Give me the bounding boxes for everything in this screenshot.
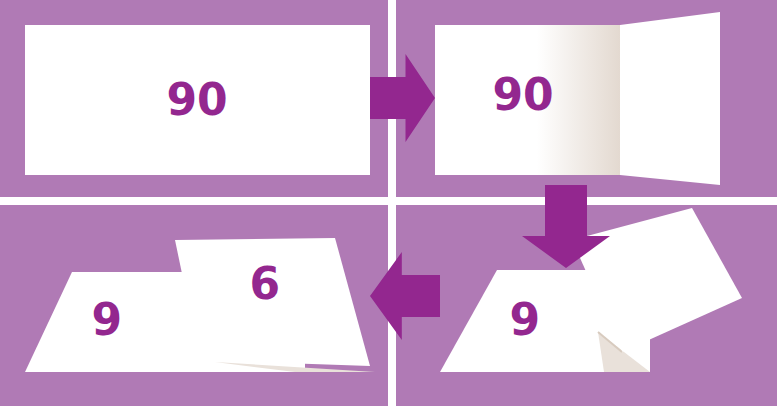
paper-shape (435, 25, 620, 175)
paper-shape (620, 12, 720, 185)
paper-shape (440, 270, 650, 372)
paper-outline (440, 268, 650, 372)
step-arrow (522, 185, 610, 268)
paper-shape (25, 25, 370, 175)
step-arrow (370, 252, 440, 340)
paper-number: 6 (250, 262, 281, 306)
paper-number: 90 (493, 73, 554, 117)
paper-number: 90 (167, 78, 228, 122)
fold-line (598, 332, 622, 352)
paper-sheet: 9 (440, 268, 650, 372)
flipped-paper: 6 (175, 236, 370, 372)
paper-shape (175, 238, 370, 366)
paper-sheet: 90 (25, 25, 370, 175)
step-arrow (370, 54, 435, 142)
paper-flap (572, 208, 742, 352)
paper-number: 9 (92, 298, 123, 342)
paper-outline (435, 12, 720, 185)
paper-fold (598, 332, 650, 372)
paper-number: 9 (510, 298, 541, 342)
folded-paper: 90 (435, 12, 720, 185)
